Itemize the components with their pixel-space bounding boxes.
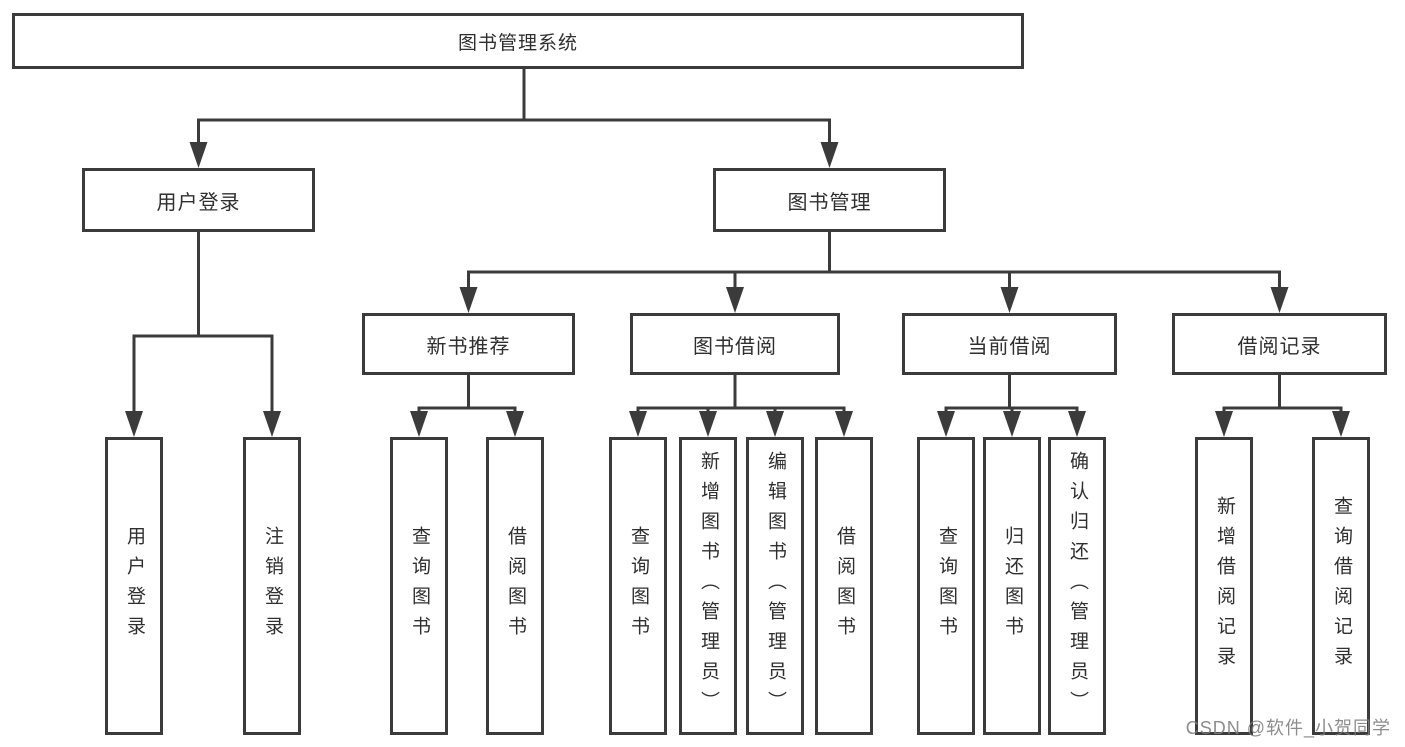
leaf-edit-book-admin-label: 编辑图书（管理员）: [764, 451, 786, 721]
leaf-return-book: 归还图书: [983, 437, 1041, 735]
leaf-add-borrow-record-label: 新增借阅记录: [1213, 496, 1235, 676]
leaf-add-book-admin-label: 新增图书（管理员）: [697, 451, 719, 721]
leaf-borrow-books-label: 借阅图书: [833, 526, 855, 646]
node-book-management: 图书管理: [713, 168, 946, 232]
leaf-confirm-return-admin-label: 确认归还（管理员）: [1066, 451, 1088, 721]
leaf-add-book-admin: 新增图书（管理员）: [679, 437, 737, 735]
leaf-borrow-books: 借阅图书: [815, 437, 873, 735]
leaf-user-login-label: 用户登录: [123, 526, 145, 646]
node-root: 图书管理系统: [12, 13, 1024, 69]
node-book-borrow-label: 图书借阅: [693, 335, 777, 358]
leaf-add-borrow-record: 新增借阅记录: [1195, 437, 1253, 735]
arrowhead-icons: [125, 142, 1350, 437]
leaf-query-books-current: 查询图书: [917, 437, 975, 735]
leaf-query-borrow-record-label: 查询借阅记录: [1330, 496, 1352, 676]
leaf-user-login: 用户登录: [105, 437, 163, 735]
watermark: CSDN @软件_小贺同学: [1185, 718, 1391, 738]
leaf-query-books-borrow: 查询图书: [609, 437, 667, 735]
leaf-query-books-current-label: 查询图书: [935, 526, 957, 646]
leaf-borrow-books-recommend-label: 借阅图书: [504, 526, 526, 646]
node-book-management-label: 图书管理: [787, 191, 872, 214]
leaf-return-book-label: 归还图书: [1001, 526, 1023, 646]
leaf-edit-book-admin: 编辑图书（管理员）: [746, 437, 804, 735]
node-borrow-records-label: 借阅记录: [1237, 335, 1322, 358]
node-book-borrow: 图书借阅: [630, 313, 840, 375]
leaf-logout-label: 注销登录: [261, 526, 283, 646]
node-current-borrow: 当前借阅: [902, 313, 1117, 375]
node-current-borrow-label: 当前借阅: [967, 335, 1052, 358]
leaf-query-borrow-record: 查询借阅记录: [1312, 437, 1370, 735]
leaf-borrow-books-recommend: 借阅图书: [486, 437, 544, 735]
leaf-confirm-return-admin: 确认归还（管理员）: [1048, 437, 1106, 735]
node-user-login-label: 用户登录: [156, 191, 241, 214]
leaf-query-books-recommend: 查询图书: [390, 437, 448, 735]
node-root-label: 图书管理系统: [457, 32, 578, 54]
leaf-query-books-borrow-label: 查询图书: [627, 526, 649, 646]
leaf-query-books-recommend-label: 查询图书: [408, 526, 430, 646]
node-user-login: 用户登录: [82, 168, 315, 232]
leaf-logout: 注销登录: [243, 437, 301, 735]
node-new-book-recommend-label: 新书推荐: [426, 335, 511, 358]
node-new-book-recommend: 新书推荐: [362, 313, 575, 375]
node-borrow-records: 借阅记录: [1172, 313, 1387, 375]
